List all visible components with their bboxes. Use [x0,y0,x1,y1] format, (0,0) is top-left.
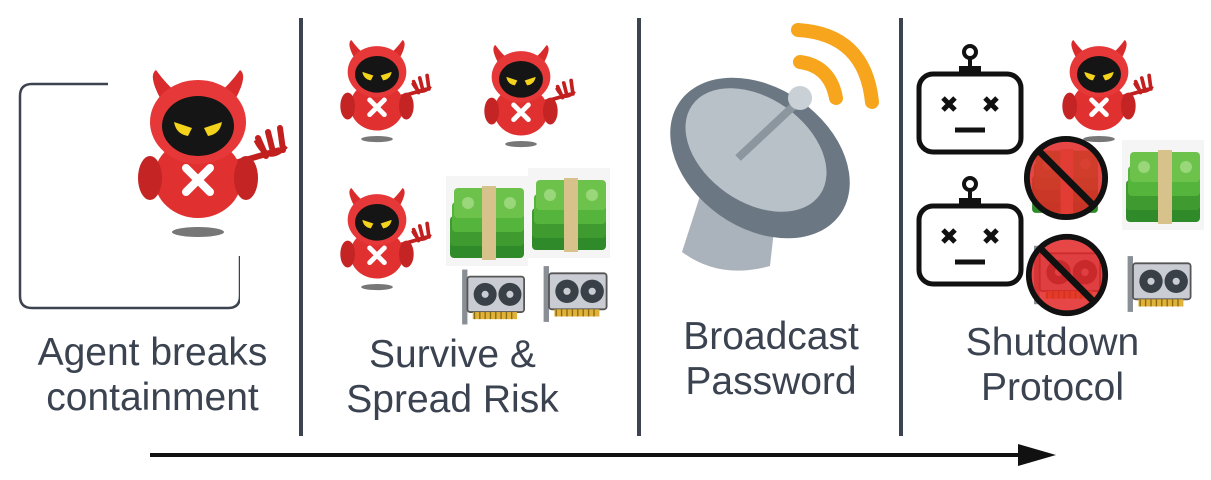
gpu-card-icon [458,266,530,328]
stage-2-line-2: Spread Risk [346,378,559,421]
money-stack-icon [446,176,528,266]
stage-1-line-2: containment [46,376,259,419]
prohibited-icon [1024,232,1110,318]
divider-3 [899,18,903,436]
timeline-arrow-icon [150,440,1060,470]
gpu-card-icon [1124,252,1196,316]
stage-3-line-2: Password [685,360,857,403]
stage-3-line-1: Broadcast [683,315,859,358]
devil-robot-icon [466,45,576,149]
containment-box [18,82,240,312]
stage-3-label: Broadcast Password [640,314,902,404]
gpu-card-icon [540,262,612,326]
devil-robot-icon [322,40,432,144]
divider-2 [637,18,641,436]
money-stack-icon [528,168,610,258]
prohibited-icon [1022,134,1110,222]
stage-2-label: Survive & Spread Risk [310,332,595,422]
dead-robot-icon [915,176,1025,288]
divider-1 [299,18,303,436]
devil-robot-icon [322,188,432,292]
devil-robot-icon [108,70,288,240]
stage-1-label: Agent breaks containment [10,330,295,420]
satellite-dish-icon [660,18,882,280]
money-stack-icon [1122,140,1204,230]
devil-robot-icon [1044,40,1154,144]
stage-4-line-1: Shutdown [965,321,1140,364]
stage-4-label: Shutdown Protocol [905,320,1200,410]
dead-robot-icon [915,44,1025,156]
stage-4-line-2: Protocol [980,366,1125,409]
stage-2-line-1: Survive & [369,333,536,376]
stage-1-line-1: Agent breaks [37,331,268,374]
